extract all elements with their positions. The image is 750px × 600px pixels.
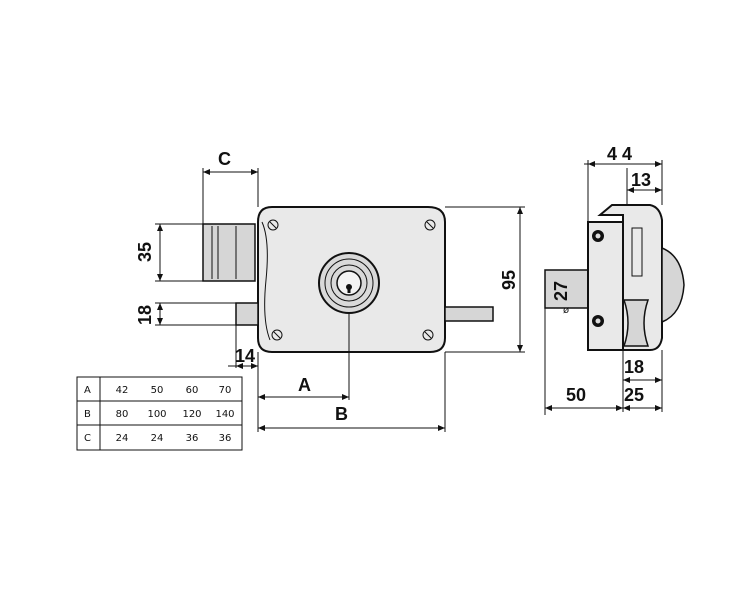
table-cell: 140 [215,409,234,420]
table-cell: 60 [186,385,199,396]
arrowhead [157,318,163,325]
arrowhead [203,169,210,175]
dim-label-14: 14 [235,346,255,366]
arrowhead [655,377,662,383]
table-cell: 100 [147,409,166,420]
dim-label-a: A [298,375,311,395]
arrowhead [157,274,163,281]
arrowhead [616,405,623,411]
dim-label-95: 95 [499,270,519,290]
screw-icon [592,315,604,327]
arrowhead [517,345,523,352]
front-view: C 35 18 14 A B 95 [135,149,525,432]
size-table: A 42 50 60 70 B 80 100 120 140 C 24 24 3… [76,376,243,451]
arrowhead [623,377,630,383]
arrowhead [438,425,445,431]
screw-icon [424,219,436,231]
dim-label-25: 25 [624,385,644,405]
table-cell: 42 [116,385,129,396]
table-row-label: A [84,385,91,396]
table-cell: 24 [151,433,164,444]
screw-icon [422,329,434,341]
table-cell: 50 [151,385,164,396]
screw-icon [592,230,604,242]
dim-label-18-side: 18 [624,357,644,377]
arrowhead [251,363,258,369]
table-row-label: C [84,433,91,444]
mounting-plate [587,221,624,351]
arrowhead [157,303,163,310]
diameter-symbol: ø [563,305,569,316]
table-cell: 36 [186,433,199,444]
side-view: 4 4 13 27 ø 18 50 25 [544,144,685,415]
dim-label-44: 4 4 [607,144,632,164]
arrowhead [258,425,265,431]
table-row-label: B [84,409,91,420]
table-cell: 36 [219,433,232,444]
dim-label-b: B [335,404,348,424]
dim-label-50: 50 [566,385,586,405]
arrowhead [655,187,662,193]
dim-label-c: C [218,149,231,169]
arrowhead [655,405,662,411]
table-cell: 120 [182,409,201,420]
table-cell: 70 [219,385,232,396]
cylinder-housing [202,223,256,282]
arrowhead [236,363,243,369]
arrowhead [623,405,630,411]
arrowhead [627,187,634,193]
table-cell: 24 [116,433,129,444]
table-cell: 80 [116,409,129,420]
dim-label-18: 18 [135,305,155,325]
arrowhead [157,224,163,231]
arrowhead [251,169,258,175]
lock-body-profile [597,204,663,351]
latch-bolt-left [235,302,259,326]
arrowhead [655,161,662,167]
latch-roller [622,299,650,347]
arrowhead [258,394,265,400]
arrowhead [517,207,523,214]
arrowhead [342,394,349,400]
keyhole-rosette [318,252,380,314]
dim-label-27: 27 [551,281,571,301]
screw-icon [271,329,283,341]
arrowhead [545,405,552,411]
dim-label-13: 13 [631,170,651,190]
dim-label-35: 35 [135,242,155,262]
rim-knob [661,246,685,324]
screw-icon [267,219,279,231]
arrowhead [588,161,595,167]
dead-bolt-right [444,306,494,322]
